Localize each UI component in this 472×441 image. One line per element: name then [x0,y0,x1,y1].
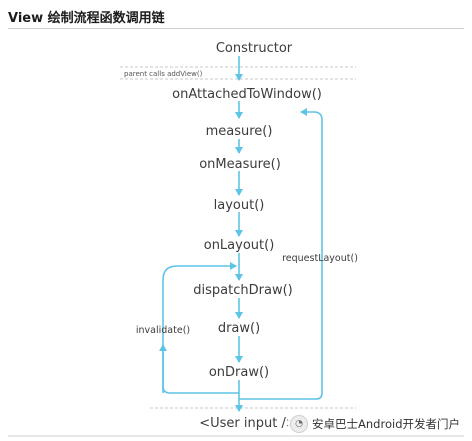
invalidate-loop-arrow [162,262,239,394]
watermark-text: 安卓巴士Android开发者门户 [312,417,460,431]
node-layout: layout() [214,198,265,213]
invalidate-label: invalidate() [136,325,190,336]
node-dispatch-draw: dispatchDraw() [193,283,292,298]
request-layout-loop [239,108,323,400]
page-title: View 绘制流程函数调用链 [8,11,165,26]
node-on-layout: onLayout() [204,238,275,253]
title-divider [8,28,464,29]
request-layout-label: requestLayout() [282,253,358,264]
node-measure: measure() [206,124,273,139]
node-on-measure: onMeasure() [199,157,281,172]
parent-calls-label: parent calls addView() [124,70,203,78]
node-draw: draw() [218,321,260,336]
wechat-icon: ◔ [290,415,309,433]
node-user-input: <User input /> [199,416,297,431]
node-on-draw: onDraw() [209,365,269,380]
watermark: ◔ 安卓巴士Android开发者门户 [288,415,462,433]
node-on-attached-to-window: onAttachedToWindow() [172,87,322,102]
node-constructor: Constructor [216,41,293,56]
